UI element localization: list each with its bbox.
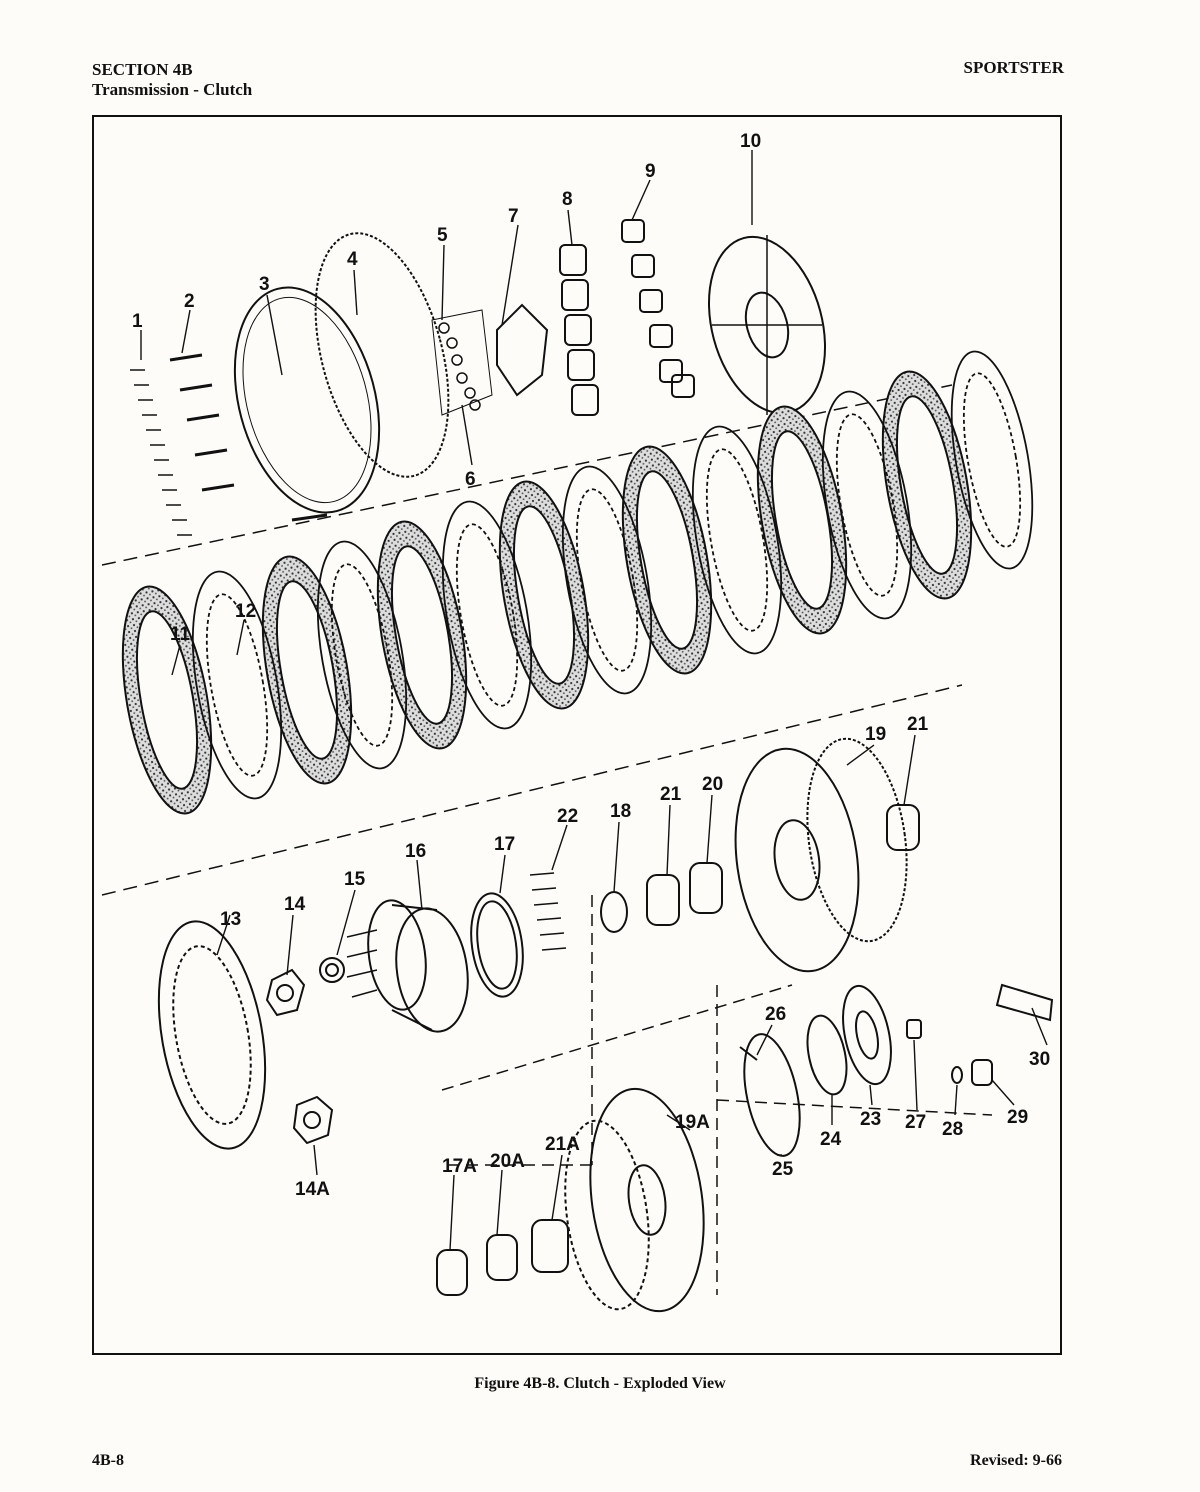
callout-26: 26	[765, 1004, 786, 1025]
callout-21: 21	[660, 784, 682, 805]
nut-part-14	[265, 968, 306, 1017]
clutch-exploded-diagram: 1 2 3 4 5 6 7 8 9 10 11 12 13 14 14A 15 …	[101, 131, 1054, 1313]
spring-plate-part-7	[496, 303, 549, 397]
callout-22: 22	[557, 806, 578, 827]
callout-30: 30	[1029, 1049, 1050, 1070]
bearing-part-21-right	[886, 804, 920, 851]
callout-11: 11	[170, 624, 191, 645]
plate-part-13	[157, 920, 267, 1150]
springs-part-8	[559, 244, 599, 416]
gasket-part-4	[314, 232, 450, 478]
callout-23: 23	[860, 1109, 881, 1130]
figure-caption: Figure 4B-8. Clutch - Exploded View	[474, 1375, 726, 1392]
callout-7: 7	[508, 206, 519, 227]
friction-plates	[121, 370, 973, 815]
callout-10: 10	[740, 131, 761, 152]
snap-ring-part-18	[600, 891, 628, 933]
bearing-part-21a	[531, 1219, 569, 1273]
spring-cups-part-9	[621, 219, 695, 398]
section-heading: SECTION 4B	[92, 60, 193, 79]
callout-25: 25	[772, 1159, 794, 1180]
plate-part-23	[842, 984, 892, 1086]
hub-part-16	[346, 899, 469, 1033]
nut-part-14a	[292, 1095, 334, 1145]
callout-15: 15	[344, 869, 366, 890]
callout-29: 29	[1007, 1107, 1028, 1128]
steel-plates	[191, 350, 1034, 800]
shaft-part-30	[995, 983, 1054, 1022]
callout-14a: 14A	[295, 1179, 330, 1200]
callout-6: 6	[465, 469, 476, 490]
callout-4: 4	[347, 249, 358, 270]
callout-3: 3	[259, 274, 270, 295]
spacer-part-20	[689, 862, 723, 914]
page-number: 4B-8	[92, 1452, 124, 1469]
callout-13: 13	[220, 909, 241, 930]
section-subtitle: Transmission - Clutch	[92, 80, 253, 99]
callout-8: 8	[562, 189, 573, 210]
alignment-line-top	[101, 384, 953, 566]
screws-part-1	[130, 369, 192, 536]
ring-part-17	[470, 892, 524, 998]
callout-20a: 20A	[490, 1151, 525, 1172]
callout-2: 2	[184, 291, 195, 312]
ring-part-25	[743, 1033, 801, 1157]
callout-1: 1	[132, 311, 143, 332]
revision-date: Revised: 9-66	[970, 1452, 1062, 1469]
spring-part-26	[739, 1046, 758, 1061]
ring-part-17a	[436, 1249, 468, 1296]
callout-12: 12	[235, 601, 256, 622]
cover-plate-part-3	[233, 286, 381, 514]
fitting-part-29	[971, 1059, 993, 1086]
callout-16: 16	[405, 841, 426, 862]
alignment-line-bottom	[716, 985, 993, 1295]
alignment-line-middle	[101, 684, 963, 896]
screws-part-5-6	[431, 309, 493, 416]
callout-24: 24	[820, 1129, 842, 1150]
nut-part-27	[906, 1019, 922, 1039]
spacer-part-20a	[486, 1234, 518, 1281]
figure-frame	[92, 115, 1062, 1355]
clutch-shell-part-19a	[564, 1087, 705, 1313]
clips-part-2	[169, 353, 328, 522]
clutch-shell-part-19	[734, 737, 908, 973]
model-name: SPORTSTER	[963, 58, 1065, 77]
rivets-part-22	[529, 872, 567, 951]
callout-9: 9	[645, 161, 656, 182]
alignment-line-lower	[441, 895, 793, 1166]
callout-20: 20	[702, 774, 723, 795]
callout-17a: 17A	[442, 1156, 477, 1177]
callout-28: 28	[942, 1119, 963, 1140]
callout-5: 5	[437, 225, 448, 246]
leader-lines	[140, 150, 1048, 1251]
o-ring-part-28	[951, 1066, 963, 1084]
callout-19: 19	[865, 724, 886, 745]
callout-14: 14	[284, 894, 306, 915]
bearing-part-21	[646, 874, 680, 926]
callout-19a: 19A	[675, 1112, 710, 1133]
callout-27: 27	[905, 1112, 926, 1133]
callout-21-right: 21	[907, 714, 929, 735]
callout-18: 18	[610, 801, 631, 822]
callout-21a: 21A	[545, 1134, 580, 1155]
callout-17: 17	[494, 834, 515, 855]
lockwasher-part-15	[319, 957, 345, 983]
washer-part-24	[806, 1014, 848, 1096]
